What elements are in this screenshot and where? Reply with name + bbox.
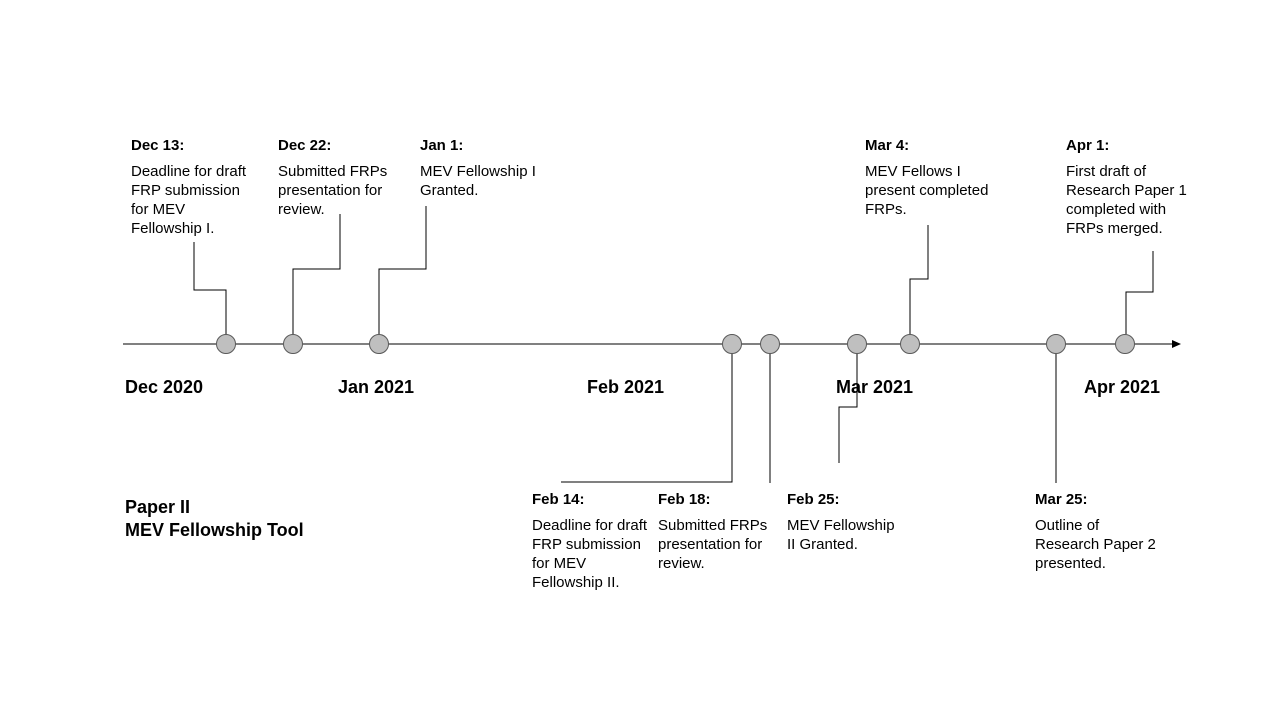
- event-date: Mar 4:: [865, 137, 910, 154]
- title-line-1: Paper II: [125, 497, 191, 517]
- month-label-jan-2021: Jan 2021: [338, 377, 415, 397]
- connector-mar-4: [909, 225, 929, 334]
- event-feb-18: Feb 18: Submitted FRPs presentation for …: [658, 490, 778, 573]
- connector-dec-13: [193, 242, 227, 334]
- milestone-feb-14: [722, 334, 742, 354]
- milestone-apr-1: [1115, 334, 1135, 354]
- connector-jan-1: [378, 206, 427, 334]
- event-date: Jan 1:: [420, 137, 464, 154]
- event-date: Feb 14:: [532, 491, 585, 508]
- event-date: Dec 22:: [278, 137, 332, 154]
- event-description: MEV Fellowship II Granted.: [787, 517, 895, 553]
- event-date: Dec 13:: [131, 137, 185, 154]
- event-dec-13: Dec 13: Deadline for draft FRP submissio…: [131, 136, 257, 238]
- connector-feb-25: [838, 354, 858, 463]
- event-date: Feb 25:: [787, 491, 840, 508]
- month-label-apr-2021: Apr 2021: [1084, 377, 1161, 397]
- milestone-dec-13: [216, 334, 236, 354]
- event-description: First draft of Research Paper 1 complete…: [1066, 163, 1187, 237]
- milestone-mar-25: [1046, 334, 1066, 354]
- event-feb-14: Feb 14: Deadline for draft FRP submissio…: [532, 490, 656, 592]
- milestone-feb-25: [847, 334, 867, 354]
- event-description: Deadline for draft FRP submission for ME…: [131, 163, 247, 237]
- timeline-arrowhead: [1172, 340, 1181, 348]
- event-dec-22: Dec 22: Submitted FRPs presentation for …: [278, 136, 396, 219]
- milestone-mar-4: [900, 334, 920, 354]
- event-date: Feb 18:: [658, 491, 711, 508]
- milestone-feb-18: [760, 334, 780, 354]
- event-feb-25: Feb 25: MEV Fellowship II Granted.: [787, 490, 905, 554]
- event-apr-1: Apr 1: First draft of Research Paper 1 c…: [1066, 136, 1192, 238]
- event-description: Submitted FRPs presentation for review.: [278, 163, 388, 218]
- event-description: Submitted FRPs presentation for review.: [658, 517, 768, 572]
- connector-feb-14: [561, 354, 733, 483]
- month-label-dec-2020: Dec 2020: [125, 377, 204, 397]
- event-date: Mar 25:: [1035, 491, 1088, 508]
- event-description: Outline of Research Paper 2 presented.: [1035, 517, 1156, 572]
- event-mar-4: Mar 4: MEV Fellows I present completed F…: [865, 136, 995, 219]
- event-description: MEV Fellows I present completed FRPs.: [865, 163, 989, 218]
- connector-dec-22: [292, 214, 341, 334]
- event-date: Apr 1:: [1066, 137, 1110, 154]
- event-mar-25: Mar 25: Outline of Research Paper 2 pres…: [1035, 490, 1159, 573]
- month-label-mar-2021: Mar 2021: [836, 377, 914, 397]
- title-line-2: MEV Fellowship Tool: [125, 520, 304, 540]
- milestone-dec-22: [283, 334, 303, 354]
- event-description: MEV Fellowship I Granted.: [420, 163, 536, 199]
- event-description: Deadline for draft FRP submission for ME…: [532, 517, 648, 591]
- connector-apr-1: [1125, 251, 1154, 334]
- diagram-title: Paper II MEV Fellowship Tool: [125, 496, 304, 542]
- milestone-jan-1: [369, 334, 389, 354]
- event-jan-1: Jan 1: MEV Fellowship I Granted.: [420, 136, 548, 200]
- month-label-feb-2021: Feb 2021: [587, 377, 665, 397]
